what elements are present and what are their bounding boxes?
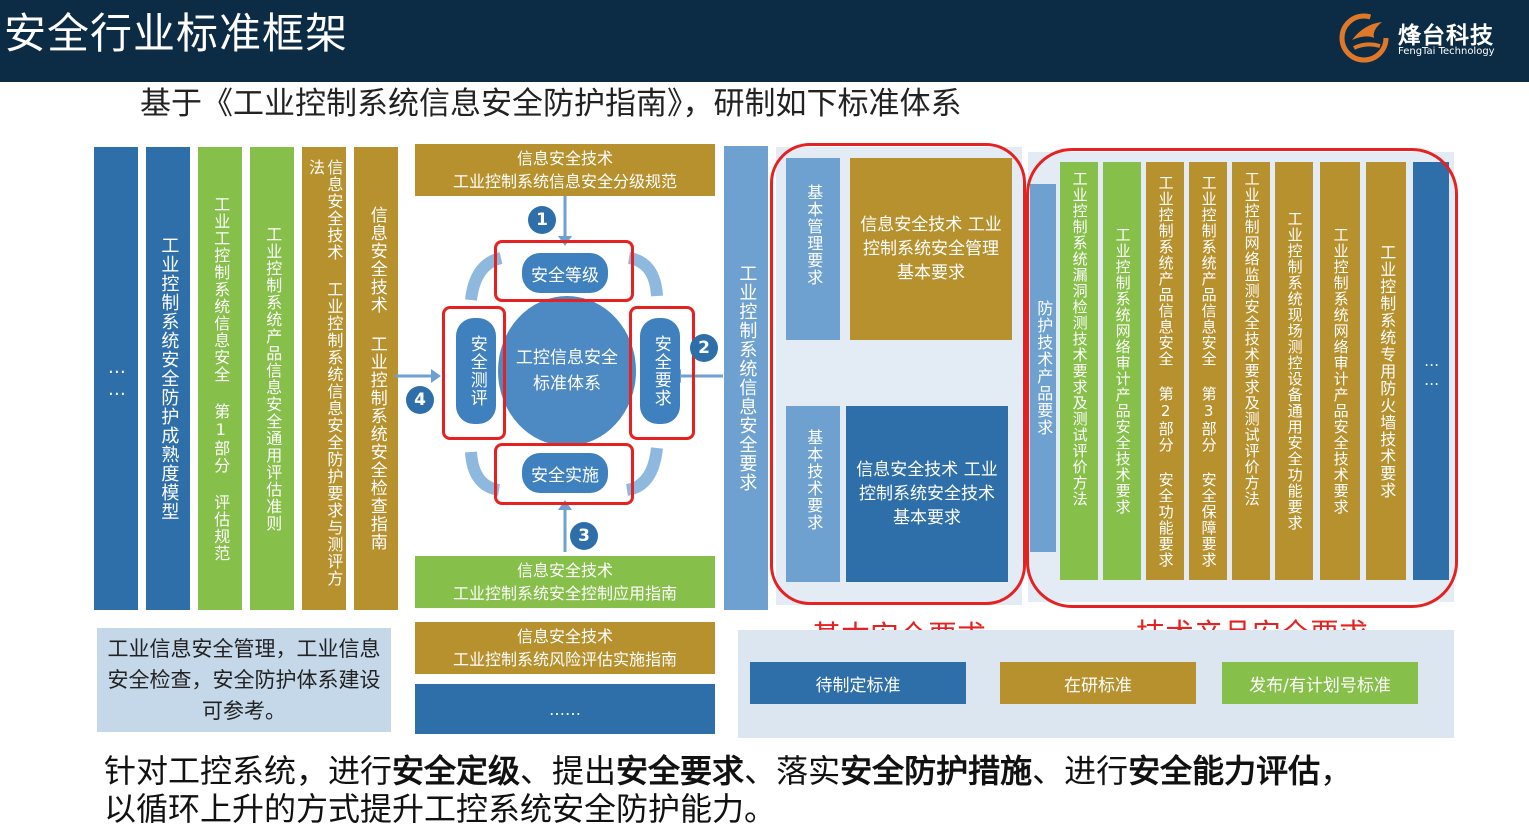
core-line1: 工控信息安全 <box>516 348 618 368</box>
basic-mgmt-box: 信息安全技术 工业控制系统安全管理基本要求 <box>850 158 1012 340</box>
bottom-summary: 针对工控系统，进行安全定级、提出安全要求、落实安全防护措施、进行安全能力评估， … <box>104 752 1464 828</box>
product-column-7: 工业控制系统网络审计产品安全技术要求 <box>1320 162 1360 580</box>
step-2-badge: 2 <box>690 334 718 362</box>
legend-pending-standard: 待制定标准 <box>750 662 966 704</box>
highlight-security-requirements <box>629 306 695 440</box>
product-column-9-text: …… <box>1422 352 1441 390</box>
center-top-box-line1: 信息安全技术 <box>516 149 613 168</box>
product-column-1: 工业控制系统漏洞检测技术要求及测试评价方法 <box>1060 162 1098 580</box>
left-column-3: 工业工控制系统信息安全 第1部分 评估规范 <box>198 147 242 610</box>
basic-tech-side: 基本技术要求 <box>786 406 840 582</box>
product-column-1-text: 工业控制系统漏洞检测技术要求及测试评价方法 <box>1070 171 1089 507</box>
product-column-5-text: 工业控制网络监测安全技术要求及测试评价方法 <box>1242 171 1261 507</box>
legend-in-research-standard: 在研标准 <box>1000 662 1196 704</box>
node-security-implementation: 安全实施 <box>522 453 608 493</box>
product-column-5: 工业控制网络监测安全技术要求及测试评价方法 <box>1232 162 1270 580</box>
left-column-6: 信息安全技术 工业控制系统安全检查指南 <box>354 147 398 610</box>
left-column-2-text: 工业控制系统安全防护成熟度模型 <box>158 236 180 521</box>
product-column-2: 工业控制系统网络审计产品安全技术要求 <box>1103 162 1141 580</box>
page-title: 安全行业标准框架 <box>4 9 349 58</box>
left-column-5: 信息安全技术 工业控制系统信息安全防护要求与测评方法 <box>302 147 346 610</box>
product-column-3: 工业控制系统产品信息安全 第2部分 安全功能要求 <box>1146 162 1184 580</box>
center-bottom-box-1-line2: 工业控制系统安全控制应用指南 <box>452 584 677 603</box>
bottom-text-part4: 、进行 <box>1032 752 1129 790</box>
left-column-2: 工业控制系统安全防护成熟度模型 <box>146 147 190 610</box>
logo-english-name: FengTai Technology <box>1398 46 1495 57</box>
left-column-6-text: 信息安全技术 工业控制系统安全检查指南 <box>366 206 387 551</box>
node-security-requirements-text: 安全要求 <box>650 335 671 407</box>
bottom-text-bold2: 安全要求 <box>616 752 745 790</box>
product-side-label-text: 防护技术产品要求 <box>1034 300 1054 436</box>
mid-column-text: 工业控制系统信息安全要求 <box>736 264 758 492</box>
product-column-3-text: 工业控制系统产品信息安全 第2部分 安全功能要求 <box>1156 174 1175 568</box>
center-bottom-box-3: …… <box>415 684 715 734</box>
step-4-badge: 4 <box>406 386 434 414</box>
product-column-6: 工业控制系统现场测控设备通用安全功能要求 <box>1275 162 1313 580</box>
product-column-4-text: 工业控制系统产品信息安全 第3部分 安全保障要求 <box>1199 174 1218 568</box>
left-column-1: …… <box>94 147 138 610</box>
node-security-requirements: 安全要求 <box>640 318 680 424</box>
bottom-text-bold4: 安全能力评估 <box>1128 752 1321 790</box>
center-bottom-box-2: 信息安全技术 工业控制系统风险评估实施指南 <box>415 622 715 674</box>
center-top-box-line2: 工业控制系统信息安全分级规范 <box>452 172 677 191</box>
basic-tech-side-text: 基本技术要求 <box>804 429 824 531</box>
core-standard-system: 工控信息安全 标准体系 <box>498 296 636 446</box>
core-line2: 标准体系 <box>533 374 601 394</box>
basic-mgmt-side-text: 基本管理要求 <box>804 184 824 286</box>
subtitle: 基于《工业控制系统信息安全防护指南》，研制如下标准体系 <box>140 86 962 122</box>
header-bar <box>0 0 1529 82</box>
bottom-summary-line1: 针对工控系统，进行安全定级、提出安全要求、落实安全防护措施、进行安全能力评估， <box>104 752 1464 790</box>
center-bottom-box-2-line2: 工业控制系统风险评估实施指南 <box>452 650 677 669</box>
left-note-text: 工业信息安全管理，工业信息安全检查，安全防护体系建设可参考。 <box>107 636 381 723</box>
highlight-basic-requirements <box>770 143 1026 605</box>
center-bottom-box-1: 信息安全技术 工业控制系统安全控制应用指南 <box>415 556 715 608</box>
center-bottom-box-2-line1: 信息安全技术 <box>516 627 613 646</box>
bottom-text-part1: 针对工控系统，进行 <box>104 752 393 790</box>
left-column-5-text: 信息安全技术 工业控制系统信息安全防护要求与测评方法 <box>306 158 344 587</box>
highlight-product-requirements <box>1026 148 1458 608</box>
bottom-text-bold3: 安全防护措施 <box>840 752 1033 790</box>
company-logo: 烽台科技 FengTai Technology <box>1338 8 1518 68</box>
step-3-badge: 3 <box>570 522 598 550</box>
dragon-logo-icon <box>1339 13 1389 63</box>
highlight-security-implementation <box>494 443 634 505</box>
legend-published-standard: 发布/有计划号标准 <box>1222 662 1418 704</box>
highlight-security-level <box>494 240 634 302</box>
left-note-box: 工业信息安全管理，工业信息安全检查，安全防护体系建设可参考。 <box>97 628 391 732</box>
center-bottom-box-1-line1: 信息安全技术 <box>516 561 613 580</box>
bottom-text-bold1: 安全定级 <box>392 752 521 790</box>
bottom-text-part2: 、提出 <box>520 752 617 790</box>
basic-tech-box: 信息安全技术 工业控制系统安全技术基本要求 <box>846 406 1008 582</box>
bottom-text-part5: ， <box>1320 752 1353 790</box>
left-column-4: 工业控制系统产品信息安全通用评估准则 <box>250 147 294 610</box>
product-side-label: 防护技术产品要求 <box>1030 184 1056 552</box>
product-column-8: 工业控制系统专用防火墙技术要求 <box>1366 162 1406 580</box>
product-column-7-text: 工业控制系统网络审计产品安全技术要求 <box>1331 227 1350 515</box>
node-security-level: 安全等级 <box>522 253 608 293</box>
step-1-badge: 1 <box>528 206 556 234</box>
product-column-6-text: 工业控制系统现场测控设备通用安全功能要求 <box>1285 211 1304 531</box>
product-column-9: …… <box>1413 162 1449 580</box>
bottom-text-part3: 、落实 <box>744 752 841 790</box>
logo-chinese-name: 烽台科技 <box>1398 23 1494 49</box>
left-column-4-text: 工业控制系统产品信息安全通用评估准则 <box>263 225 283 532</box>
bottom-summary-line2: 以循环上升的方式提升工控系统安全防护能力。 <box>104 790 777 828</box>
mid-column: 工业控制系统信息安全要求 <box>724 146 768 610</box>
product-column-4: 工业控制系统产品信息安全 第3部分 安全保障要求 <box>1189 162 1227 580</box>
node-security-assessment: 安全测评 <box>456 318 496 424</box>
left-column-1-text: …… <box>106 356 128 401</box>
product-column-2-text: 工业控制系统网络审计产品安全技术要求 <box>1113 227 1132 515</box>
center-top-box: 信息安全技术 工业控制系统信息安全分级规范 <box>415 144 715 196</box>
basic-mgmt-side: 基本管理要求 <box>786 158 840 340</box>
product-column-8-text: 工业控制系统专用防火墙技术要求 <box>1377 243 1397 499</box>
left-column-3-text: 工业工控制系统信息安全 第1部分 评估规范 <box>211 195 231 562</box>
node-security-assessment-text: 安全测评 <box>466 335 487 407</box>
highlight-security-assessment <box>442 306 506 440</box>
